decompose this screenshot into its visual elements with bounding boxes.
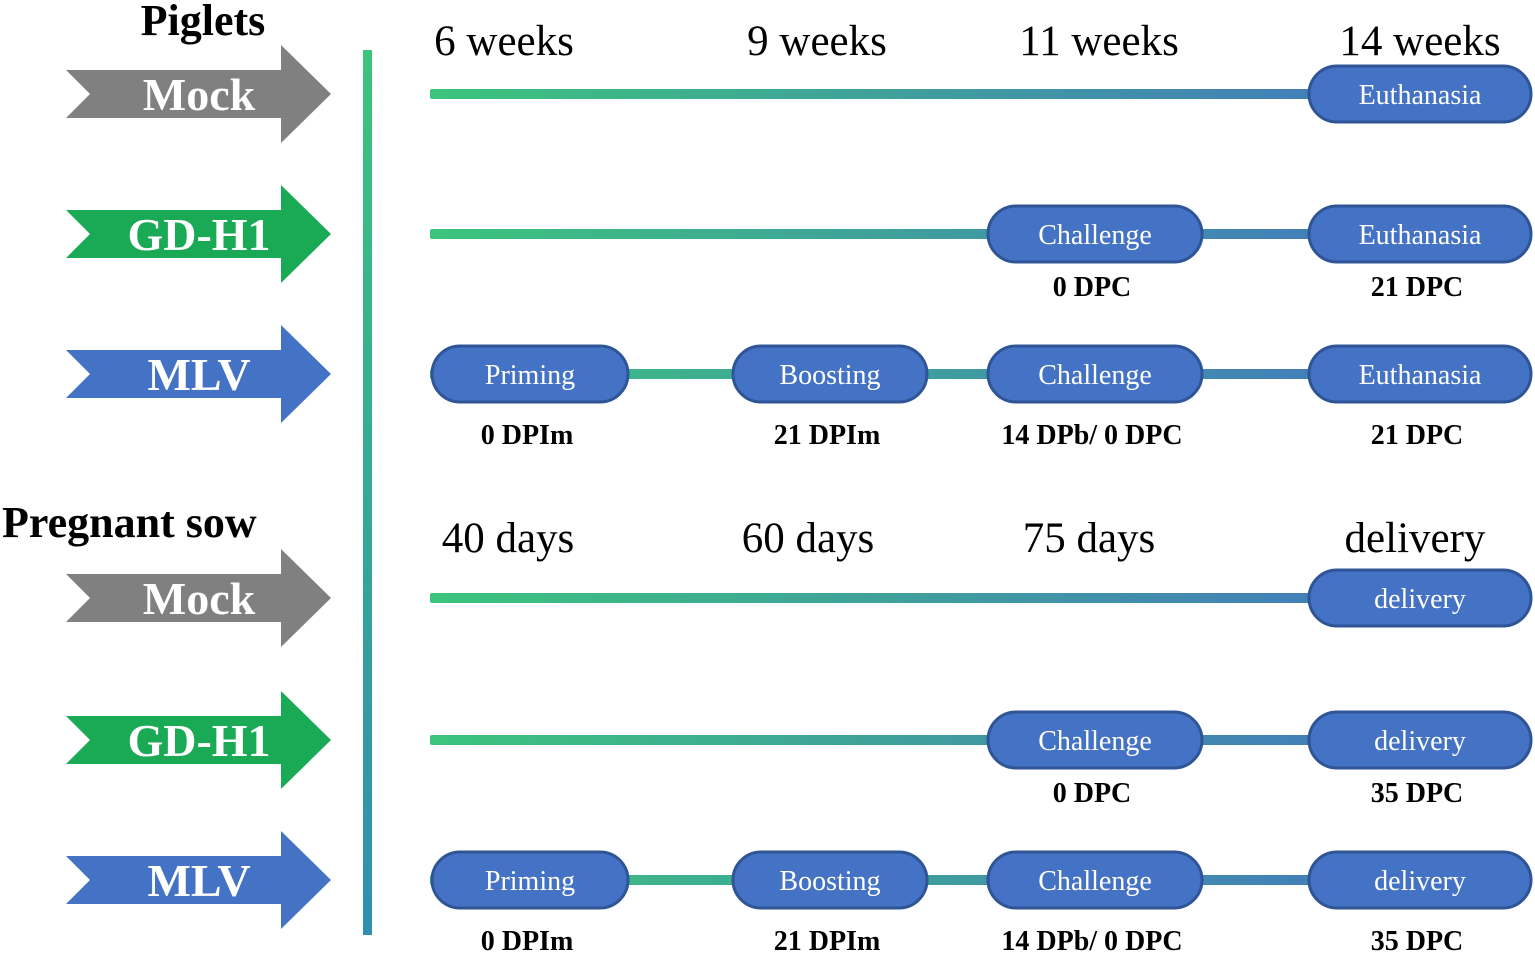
- event-pill-shape: [1307, 568, 1533, 628]
- event-label: delivery: [1374, 584, 1466, 615]
- event-sublabel: 35 DPC: [1371, 778, 1464, 809]
- event-sublabel: 0 DPC: [1053, 778, 1132, 809]
- event-label: Euthanasia: [1359, 360, 1482, 391]
- event-pill: Priming 0 DPIm: [430, 850, 630, 957]
- event-sublabel: 21 DPC: [1371, 420, 1464, 451]
- group-label: GD-H1: [127, 209, 270, 260]
- timeline-line: [430, 593, 1488, 603]
- timeline-line: [430, 735, 1488, 745]
- event-pill-shape: [731, 850, 929, 910]
- group-row: MLV Priming 0 DPIm Boosting 21 DPIm Challenge…: [66, 831, 1533, 957]
- event-pill: Euthanasia 21 DPC: [1307, 344, 1533, 451]
- event-sublabel: 0 DPIm: [481, 926, 574, 957]
- event-label: Euthanasia: [1359, 220, 1482, 251]
- timepoint-label: 60 days: [742, 515, 875, 562]
- timeline-line: [430, 89, 1488, 99]
- event-pill-shape: [986, 344, 1204, 404]
- event-label: Boosting: [779, 360, 880, 391]
- event-sublabel: 0 DPC: [1053, 272, 1132, 303]
- timepoint-label: 14 weeks: [1339, 18, 1500, 65]
- event-sublabel: 0 DPIm: [481, 420, 574, 451]
- timeline-line: [430, 369, 1488, 379]
- event-pill: Challenge 0 DPC: [986, 204, 1204, 303]
- event-sublabel: 35 DPC: [1371, 926, 1464, 957]
- event-pill: Challenge 14 DPb/ 0 DPC: [986, 850, 1204, 957]
- event-label: Priming: [485, 360, 575, 391]
- group-arrow-icon: [66, 691, 331, 789]
- event-pill: delivery 35 DPC: [1307, 850, 1533, 957]
- event-label: Challenge: [1038, 360, 1152, 391]
- event-pill-shape: [1307, 850, 1533, 910]
- group-label: GD-H1: [127, 715, 270, 766]
- timeline-line: [430, 229, 1488, 239]
- event-pill: Challenge 0 DPC: [986, 710, 1204, 809]
- event-pill: Boosting 21 DPIm: [731, 850, 929, 957]
- event-label: delivery: [1374, 866, 1466, 897]
- event-pill-shape: [1307, 204, 1533, 264]
- group-label: Mock: [143, 69, 256, 120]
- group-label: MLV: [147, 855, 250, 906]
- section-title: Piglets: [141, 0, 266, 45]
- event-label: Challenge: [1038, 220, 1152, 251]
- timepoint-label: 6 weeks: [434, 18, 574, 65]
- event-label: Priming: [485, 866, 575, 897]
- event-pill-shape: [430, 344, 630, 404]
- vertical-divider: [363, 50, 372, 935]
- event-pill: Challenge 14 DPb/ 0 DPC: [986, 344, 1204, 451]
- event-label: Boosting: [779, 866, 880, 897]
- group-row: GD-H1 Challenge 0 DPC Euthanasia 21 DPC: [66, 185, 1533, 303]
- group-arrow-icon: [66, 549, 331, 647]
- event-pill: delivery 35 DPC: [1307, 710, 1533, 809]
- event-pill: Priming 0 DPIm: [430, 344, 630, 451]
- timepoint-label: 11 weeks: [1019, 18, 1179, 65]
- event-sublabel: 14 DPb/ 0 DPC: [1001, 420, 1182, 451]
- event-pill-shape: [1307, 64, 1533, 124]
- timepoint-label: 75 days: [1023, 515, 1156, 562]
- event-pill: Euthanasia: [1307, 64, 1533, 124]
- event-sublabel: 21 DPIm: [774, 420, 881, 451]
- event-sublabel: 21 DPC: [1371, 272, 1464, 303]
- group-row: MLV Priming 0 DPIm Boosting 21 DPIm Challenge…: [66, 325, 1533, 451]
- timepoint-label: delivery: [1345, 515, 1486, 562]
- group-row: GD-H1 Challenge 0 DPC delivery 35 DPC: [66, 691, 1533, 809]
- event-pill-shape: [1307, 344, 1533, 404]
- event-sublabel: 14 DPb/ 0 DPC: [1001, 926, 1182, 957]
- event-label: Challenge: [1038, 866, 1152, 897]
- event-pill-shape: [731, 344, 929, 404]
- timeline-line: [430, 875, 1488, 885]
- section-1: Pregnant sow 40 days 60 days 75 days deliver…: [2, 498, 1533, 957]
- event-pill-shape: [986, 850, 1204, 910]
- group-arrow-icon: [66, 325, 331, 423]
- group-arrow-icon: [66, 831, 331, 929]
- event-pill-shape: [986, 204, 1204, 264]
- group-arrow-icon: [66, 45, 331, 143]
- event-pill-shape: [986, 710, 1204, 770]
- event-sublabel: 21 DPIm: [774, 926, 881, 957]
- event-pill: delivery: [1307, 568, 1533, 628]
- timepoint-label: 40 days: [442, 515, 575, 562]
- group-row: Mock Euthanasia: [66, 45, 1533, 143]
- event-pill-shape: [1307, 710, 1533, 770]
- event-label: Euthanasia: [1359, 80, 1482, 111]
- event-pill-shape: [430, 850, 630, 910]
- group-arrow-icon: [66, 185, 331, 283]
- group-row: Mock delivery: [66, 549, 1533, 647]
- event-pill: Boosting 21 DPIm: [731, 344, 929, 451]
- event-label: Challenge: [1038, 726, 1152, 757]
- group-label: MLV: [147, 349, 250, 400]
- event-label: delivery: [1374, 726, 1466, 757]
- section-title: Pregnant sow: [2, 498, 257, 547]
- event-pill: Euthanasia 21 DPC: [1307, 204, 1533, 303]
- group-label: Mock: [143, 573, 256, 624]
- timepoint-label: 9 weeks: [747, 18, 887, 65]
